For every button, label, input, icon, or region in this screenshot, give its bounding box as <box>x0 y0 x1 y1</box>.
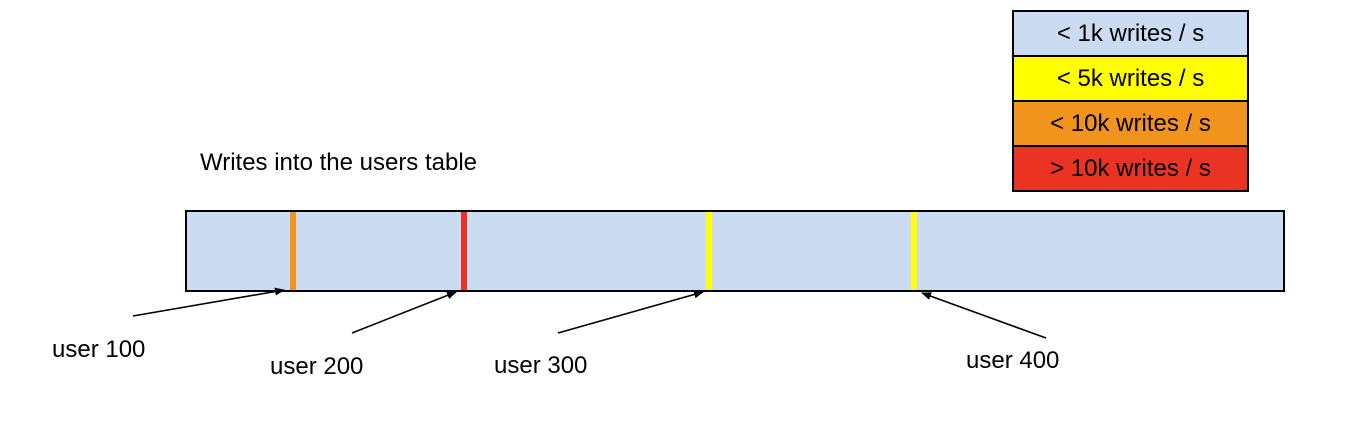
arrow-user-400 <box>921 292 1047 339</box>
diagram-title: Writes into the users table <box>200 149 478 176</box>
write-mark-user-200 <box>461 212 467 290</box>
write-mark-user-100 <box>290 212 296 290</box>
arrow-user-200 <box>351 291 457 334</box>
legend-item-gt-10k: > 10k writes / s <box>1012 145 1249 192</box>
label-user-100: user 100 <box>52 336 146 363</box>
legend-label-lt-10k: < 10k writes / s <box>1050 109 1211 137</box>
label-user-200: user 200 <box>270 353 364 380</box>
legend-label-gt-10k: > 10k writes / s <box>1050 154 1211 182</box>
legend: < 1k writes / s < 5k writes / s < 10k wr… <box>1012 10 1249 192</box>
arrow-user-100 <box>132 287 285 317</box>
write-mark-user-400 <box>911 212 917 290</box>
legend-item-lt-10k: < 10k writes / s <box>1012 100 1249 147</box>
users-table-bar <box>185 210 1285 292</box>
write-mark-user-300 <box>706 212 712 290</box>
legend-item-lt-5k: < 5k writes / s <box>1012 55 1249 102</box>
label-user-300: user 300 <box>494 352 588 379</box>
legend-label-lt-1k: < 1k writes / s <box>1056 19 1205 47</box>
legend-label-lt-5k: < 5k writes / s <box>1056 64 1205 92</box>
legend-item-lt-1k: < 1k writes / s <box>1012 10 1249 57</box>
label-user-400: user 400 <box>966 347 1060 374</box>
arrow-user-300 <box>557 290 704 334</box>
